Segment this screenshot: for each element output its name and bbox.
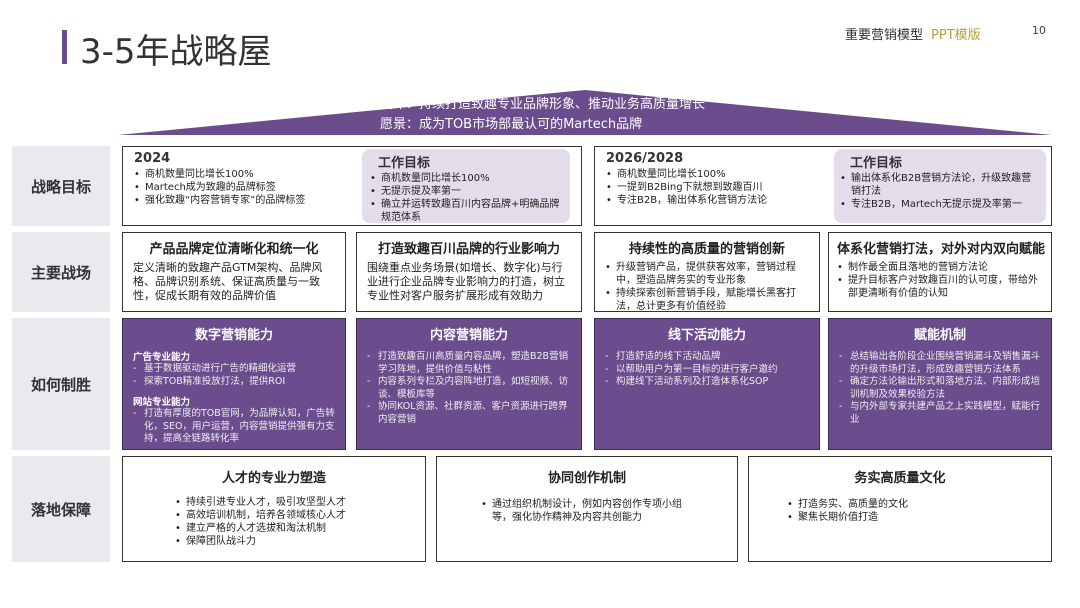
list-item: 总结输出各阶段企业围绕营销漏斗及销售漏斗的升级市场打法，形成致趣营销方法体系 — [839, 351, 1041, 376]
goal-2024-title: 2024 — [134, 151, 171, 166]
support-3-title: 务实高质量文化 — [854, 471, 946, 486]
row-label-fields: 主要战场 — [12, 232, 110, 312]
work-goal-2024: 工作目标 商机数量同比增长100% 无提示提及率第一 确立并运转致趣百川内容品牌… — [362, 149, 570, 223]
list-item: 专注B2B，输出体系化营销方法论 — [606, 194, 828, 207]
row-label-how: 如何制胜 — [12, 318, 110, 450]
list-item: 商机数量同比增长100% — [134, 168, 364, 181]
list-item: 内容系列专栏及内容阵地打造，如短视频、访谈、模板库等 — [367, 376, 571, 401]
list-item: 基于数据驱动进行广告的精细化运营 — [133, 363, 335, 376]
work-goal-2026: 工作目标 输出体系化B2B营销方法论，升级致趣营销打法 专注B2B，Martec… — [834, 149, 1046, 223]
list-item: 无提示提及率第一 — [370, 185, 562, 198]
list-item: 专注B2B，Martech无提示提及率第一 — [840, 198, 1040, 211]
how-4-title: 赋能机制 — [913, 328, 966, 343]
list-item: 保障团队战斗力 — [175, 535, 411, 548]
how-2-title: 内容营销能力 — [429, 328, 508, 343]
list-item: 一提到B2Bing下就想到致趣百川 — [606, 181, 828, 194]
support-2-title: 协同创作机制 — [547, 471, 626, 486]
how-card-1: 数字营销能力 广告专业能力 基于数据驱动进行广告的精细化运营 探索TOB精准投放… — [122, 318, 346, 450]
mission-vision: 使命：持续打造致趣专业品牌形象、推动业务高质量增长 愿景：成为TOB市场部最认可… — [380, 95, 800, 135]
support-card-2: 协同创作机制 通过组织机制设计，例如内容创作专项小组等，强化协作精神及内容共创能… — [436, 456, 738, 562]
support-1-title: 人才的专业力塑造 — [221, 471, 326, 486]
how-card-4: 赋能机制 总结输出各阶段企业围绕营销漏斗及销售漏斗的升级市场打法，形成致趣营销方… — [828, 318, 1052, 450]
page-title: 3-5年战略屋 — [80, 32, 272, 72]
list-item: 升级营销产品，提供获客效率，营销过程中，塑造品牌务实的专业形象 — [605, 261, 809, 287]
list-item: 协同KOL资源、社群资源、客户资源进行跨界内容营销 — [367, 401, 571, 426]
roof-triangle — [118, 90, 1052, 135]
page-number: 10 — [1032, 24, 1046, 37]
goal-2026-title: 2026/2028 — [606, 151, 684, 166]
list-item: 制作最全面且落地的营销方法论 — [837, 261, 1043, 274]
work-goal-2024-title: 工作目标 — [378, 156, 431, 171]
vision-text: 愿景：成为TOB市场部最认可的Martech品牌 — [380, 117, 643, 132]
support-card-3: 务实高质量文化 打造务实、高质量的文化 聚焦长期价值打造 — [748, 456, 1052, 562]
how-card-2: 内容营销能力 打造致趣百川高质量内容品牌，塑造B2B营销学习阵地，提供价值与粘性… — [356, 318, 582, 450]
field-4-title: 体系化营销打法，对外对内双向赋能 — [837, 242, 1046, 257]
support-card-1: 人才的专业力塑造 持续引进专业人才，吸引攻坚型人才 高效培训机制，培养各领域核心… — [122, 456, 426, 562]
list-item: 聚焦长期价值打造 — [787, 511, 1037, 524]
brand-sub: PPT模版 — [931, 28, 981, 43]
list-item: Martech成为致趣的品牌标签 — [134, 181, 364, 194]
list-item: 确定方法论输出形式和落地方法、内部形成培训机制及效果校验方法 — [839, 376, 1041, 401]
title-accent-bar — [62, 30, 67, 64]
brand-name: 重要营销模型 — [845, 28, 924, 43]
field-card-3: 持续性的高质量的营销创新 升级营销产品，提供获客效率，营销过程中，塑造品牌务实的… — [594, 232, 820, 312]
list-item: 商机数量同比增长100% — [370, 172, 562, 185]
list-item: 打造务实、高质量的文化 — [787, 498, 1037, 511]
list-item: 建立严格的人才选拔和淘汰机制 — [175, 522, 411, 535]
list-item: 输出体系化B2B营销方法论，升级致趣营销打法 — [840, 172, 1040, 198]
list-item: 与内外部专家共建产品之上实践模型，赋能行业 — [839, 401, 1041, 426]
list-item: 提升目标客户对致趣百川的认可度，带给外部更清晰有价值的认知 — [837, 274, 1043, 300]
work-goal-2026-title: 工作目标 — [850, 156, 903, 171]
field-1-title: 产品品牌定位清晰化和统一化 — [149, 242, 319, 257]
field-3-title: 持续性的高质量的营销创新 — [628, 242, 785, 257]
how-3-title: 线下活动能力 — [667, 328, 746, 343]
how-card-3: 线下活动能力 打造舒适的线下活动品牌 以帮助用户为第一目标的进行客户邀约 构建线… — [594, 318, 820, 450]
how-1-sub2: 网站专业能力 — [133, 397, 191, 408]
list-item: 高效培训机制，培养各领域核心人才 — [175, 509, 411, 522]
list-item: 持续探索创新营销手段，赋能增长黑客打法，总计更多有价值经验 — [605, 287, 809, 313]
list-item: 打造舒适的线下活动品牌 — [605, 351, 809, 364]
list-item: 打造有厚度的TOB官网，为品牌认知，广告转化，SEO，用户运营，内容营销提供强有… — [133, 408, 335, 446]
how-1-title: 数字营销能力 — [194, 328, 273, 343]
list-item: 强化致趣“内容营销专家”的品牌标签 — [134, 194, 364, 207]
list-item: 构建线下活动系列及打造体系化SOP — [605, 376, 809, 389]
row-label-goals: 战略目标 — [12, 146, 110, 226]
goal-2024: 2024 商机数量同比增长100% Martech成为致趣的品牌标签 强化致趣“… — [134, 151, 364, 207]
list-item: 打造致趣百川高质量内容品牌，塑造B2B营销学习阵地，提供价值与粘性 — [367, 351, 571, 376]
row-label-support: 落地保障 — [12, 456, 110, 562]
brand-header: 重要营销模型 PPT模版 — [845, 24, 981, 43]
field-2-title: 打造致趣百川品牌的行业影响力 — [377, 242, 560, 257]
list-item: 持续引进专业人才，吸引攻坚型人才 — [175, 496, 411, 509]
list-item: 以帮助用户为第一目标的进行客户邀约 — [605, 364, 809, 377]
list-item: 商机数量同比增长100% — [606, 168, 828, 181]
field-1-text: 定义清晰的致趣产品GTM架构、品牌风格、品牌识别系统、保证高质量与一致性，促成长… — [133, 261, 323, 302]
field-2-text: 围绕重点业务场景(如增长、数字化)与行业进行企业品牌专业影响力的打造，树立专业性… — [367, 261, 565, 302]
how-1-sub1: 广告专业能力 — [133, 352, 191, 363]
field-card-1: 产品品牌定位清晰化和统一化 定义清晰的致趣产品GTM架构、品牌风格、品牌识别系统… — [122, 232, 346, 312]
list-item: 通过组织机制设计，例如内容创作专项小组等，强化协作精神及内容共创能力 — [481, 498, 691, 524]
mission-text: 使命：持续打造致趣专业品牌形象、推动业务高质量增长 — [380, 97, 706, 112]
goal-2026: 2026/2028 商机数量同比增长100% 一提到B2Bing下就想到致趣百川… — [606, 151, 828, 207]
field-card-2: 打造致趣百川品牌的行业影响力 围绕重点业务场景(如增长、数字化)与行业进行企业品… — [356, 232, 582, 312]
field-card-4: 体系化营销打法，对外对内双向赋能 制作最全面且落地的营销方法论 提升目标客户对致… — [828, 232, 1052, 312]
list-item: 确立并运转致趣百川内容品牌+明确品牌规范体系 — [370, 198, 562, 224]
list-item: 探索TOB精准投放打法，提供ROI — [133, 376, 335, 389]
